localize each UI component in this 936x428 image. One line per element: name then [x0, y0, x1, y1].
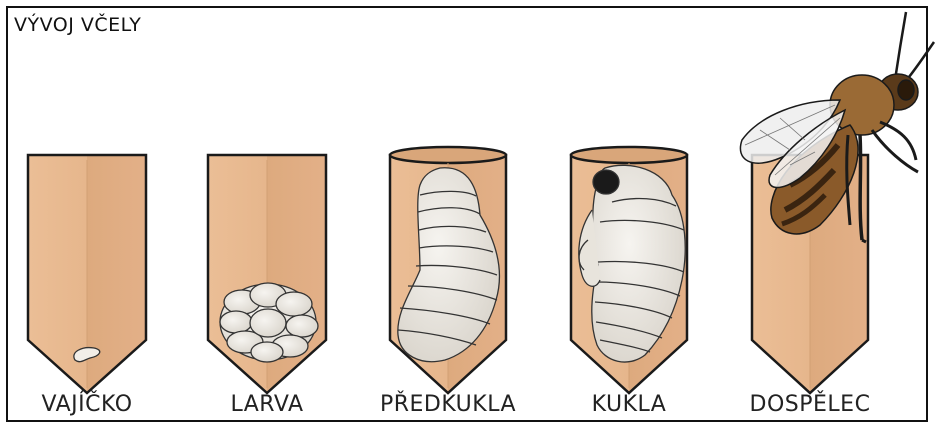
larva-icon [220, 283, 318, 362]
stage-label-egg: VAJÍČKO [2, 392, 172, 417]
cell-prepupa [390, 147, 506, 393]
stage-label-prepupa: PŘEDKUKLA [363, 392, 533, 417]
cell-larva [208, 155, 326, 393]
stage-label-pupa: KUKLA [544, 392, 714, 417]
stage-label-adult: DOSPĚLEC [725, 392, 895, 417]
stage-label-larva: LARVA [182, 392, 352, 417]
cell-pupa [571, 147, 687, 393]
cell-egg [28, 155, 146, 393]
